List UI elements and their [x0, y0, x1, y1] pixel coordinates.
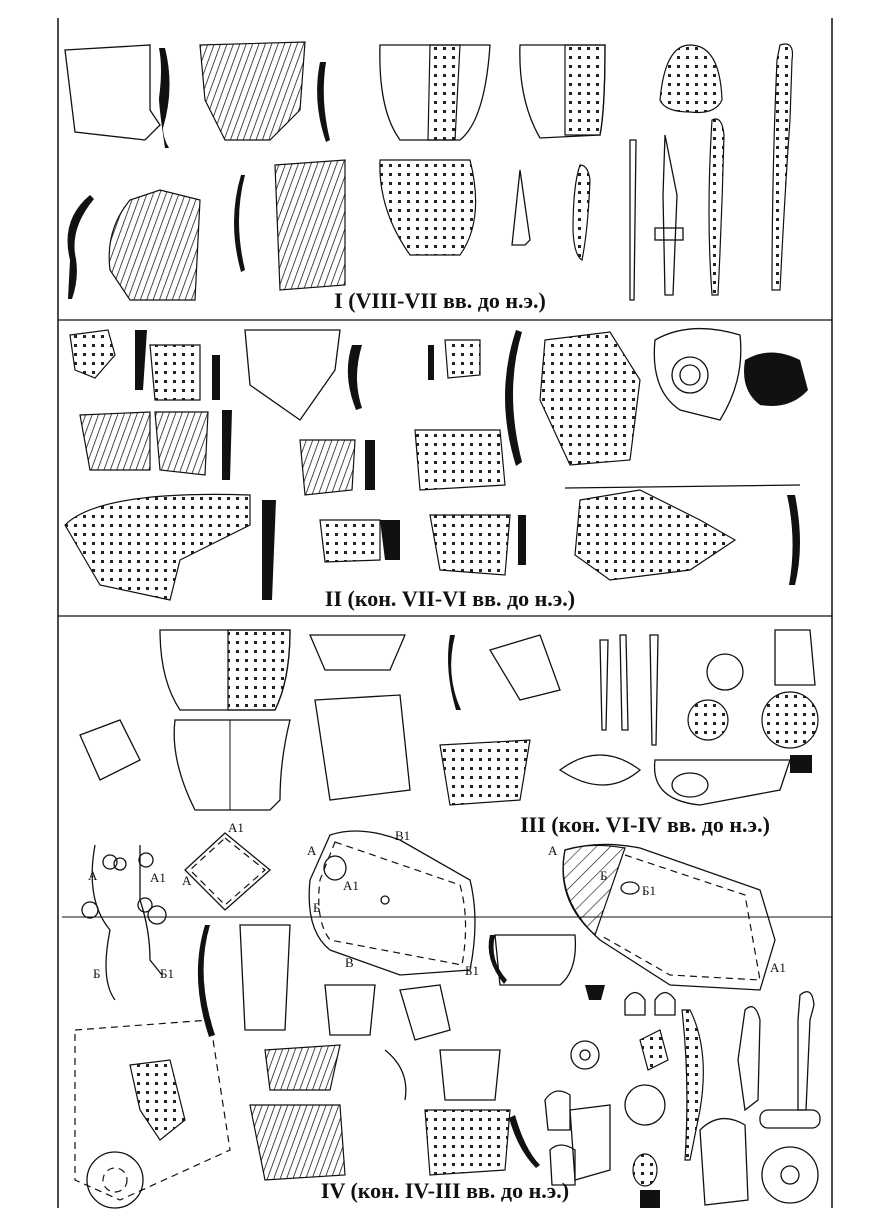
plan-square-pit: А1 А: [182, 820, 272, 911]
striated-vessel: [108, 189, 201, 301]
plan-mark-label: В: [345, 955, 354, 970]
section-III-artifacts: III (кон. VI-IV вв. до н.э.): [79, 629, 819, 837]
bone-point: [511, 169, 531, 246]
spindle-whorl-section: [744, 352, 808, 406]
plan-large-pit-1: А В1 А1 Б В Б1: [307, 828, 479, 978]
stamped-rim-sherd: [64, 493, 251, 601]
section-II-artifacts: II (кон. VII-VI вв. до н.э.): [64, 327, 808, 611]
plan-mark-label: В1: [395, 828, 410, 843]
decorated-vessel: [199, 41, 306, 141]
plan-mark-label: Б1: [642, 883, 656, 898]
plan-mark-label: А1: [228, 820, 244, 835]
bone-pin: [771, 43, 794, 291]
vessel-fragment: [64, 44, 161, 141]
arrowhead-point: [662, 134, 678, 296]
plan-mark-label: Б: [93, 966, 100, 981]
pendant: [659, 44, 723, 114]
incised-vessel: [274, 159, 346, 291]
pot-half-section: [379, 44, 491, 141]
large-stamped-sherd: [539, 331, 641, 466]
sherd: [69, 329, 116, 379]
square-object: [79, 719, 141, 781]
plan-mark-label: Б1: [160, 966, 174, 981]
plan-mark-label: Б1: [465, 963, 479, 978]
plan-mark-label: Б: [600, 868, 607, 883]
plan-mark-label: А: [548, 843, 558, 858]
stamped-bowl: [379, 159, 477, 256]
spindle-whorl: [653, 327, 742, 421]
plan-mark-label: А: [182, 873, 192, 888]
section-III-label: III (кон. VI-IV вв. до н.э.): [520, 812, 770, 837]
plan-large-pit-2: А Б Б1 А1: [548, 843, 786, 991]
plan-mark-label: А1: [150, 870, 166, 885]
bone-awl: [708, 118, 725, 296]
pendant: [558, 754, 642, 786]
vessel-profile: [159, 48, 170, 148]
bead: [706, 653, 744, 691]
section-I-artifacts: I (VIII-VII вв. до н.э.): [64, 41, 794, 313]
pot-lower: [173, 719, 291, 811]
section-I-label: I (VIII-VII вв. до н.э.): [334, 288, 546, 313]
plan-mark-label: Б: [313, 900, 320, 915]
large-pottery-sherd: [574, 489, 737, 581]
plan-mark-label: А1: [770, 960, 786, 975]
plan-mark-label: А: [88, 868, 98, 883]
section-IV-label: IV (кон. IV-III вв. до н.э.): [321, 1178, 569, 1203]
bone-tool: [572, 164, 591, 261]
plate-frame: [57, 18, 833, 1208]
plan-mark-label: А: [307, 843, 317, 858]
rim-sherd: [244, 329, 341, 421]
plan-left-feature: А А1 Б Б1: [81, 844, 174, 1001]
section-IV-artifacts: IV (кон. IV-III вв. до н.э.): [74, 924, 821, 1209]
section-II-label: II (кон. VII-VI вв. до н.э.): [325, 586, 575, 611]
plan-mark-label: А1: [343, 878, 359, 893]
